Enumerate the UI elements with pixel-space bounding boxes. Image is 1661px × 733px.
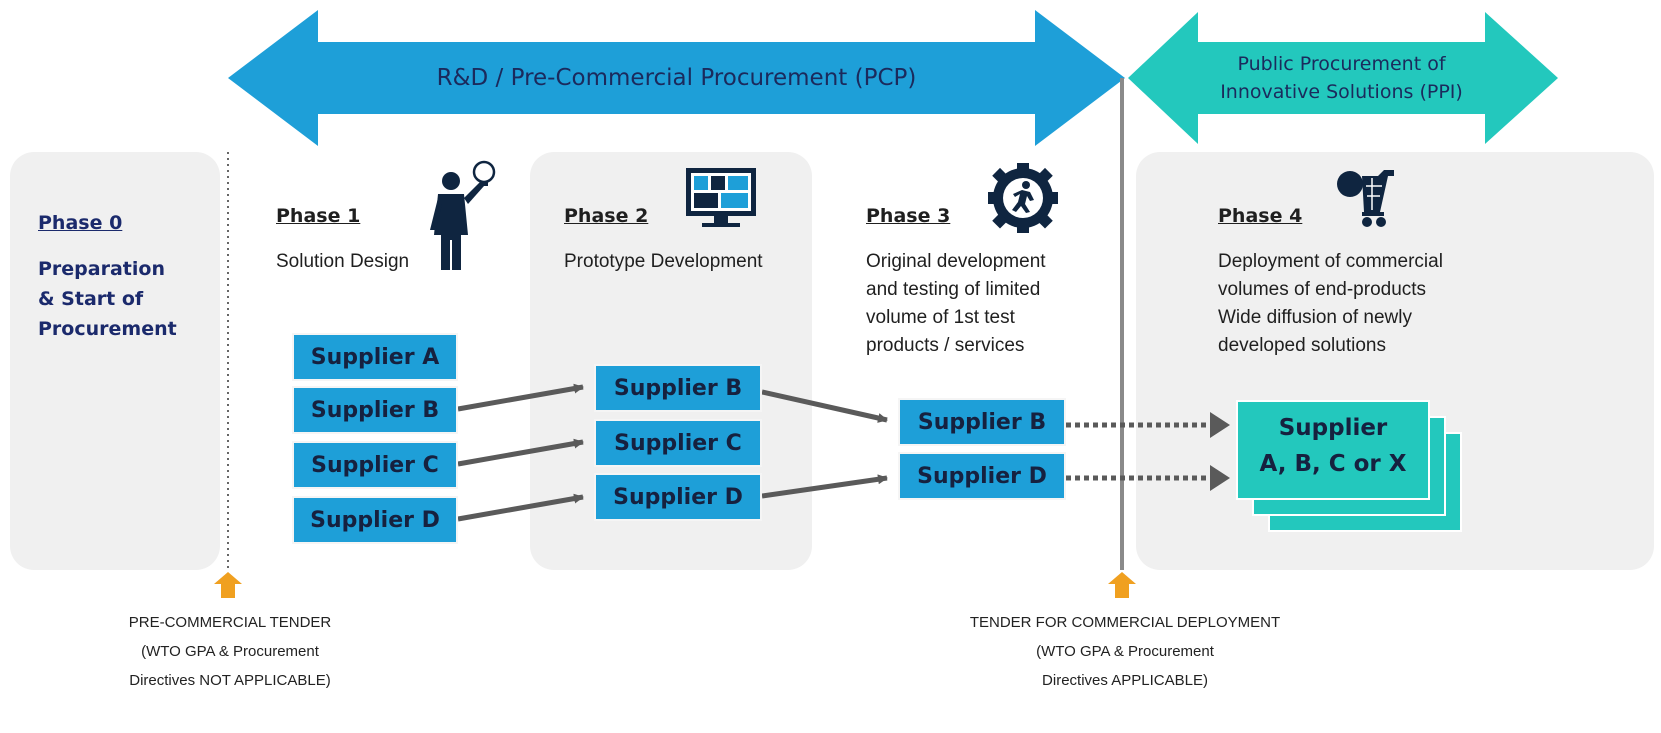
- phase4-title: Phase 4: [1218, 205, 1303, 227]
- phase0-line: Procurement: [38, 318, 177, 340]
- phase0-panel: [10, 152, 220, 570]
- phase3-line: Original development: [866, 251, 1046, 272]
- pcp-banner-arrow: [228, 10, 1125, 146]
- ppi-banner-line2: Innovative Solutions (PPI): [1220, 81, 1463, 103]
- phase2-supplier-d: Supplier D: [594, 473, 762, 521]
- phase3-description: Original development and testing of limi…: [866, 248, 1046, 360]
- phase1-description: Solution Design: [276, 251, 410, 272]
- monitor-prototype-icon: [686, 168, 756, 227]
- shopping-cart-icon: [1337, 170, 1394, 227]
- phase0-line: & Start of: [38, 288, 144, 310]
- phase0-line: Preparation: [38, 258, 165, 280]
- commercial-line: Directives APPLICABLE): [1042, 672, 1208, 689]
- arrow-p1d-p2d: [457, 493, 584, 522]
- phase2-description: Prototype Development: [564, 251, 763, 272]
- pre-commercial-line: Directives NOT APPLICABLE): [129, 672, 331, 689]
- phase2-supplier-b: Supplier B: [594, 364, 762, 412]
- phase4-supplier-line2: A, B, C or X: [1259, 451, 1407, 477]
- phase4-description: Deployment of commercial volumes of end-…: [1218, 248, 1443, 360]
- pre-commercial-marker-icon: [214, 572, 242, 598]
- phase2-title: Phase 2: [564, 205, 649, 227]
- businessman-lightbulb-icon: [430, 160, 496, 270]
- arrow-p2d-p3d: [761, 474, 888, 499]
- pre-commercial-tender-note: PRE-COMMERCIAL TENDER (WTO GPA & Procure…: [40, 608, 420, 695]
- commercial-line: TENDER FOR COMMERCIAL DEPLOYMENT: [969, 614, 1281, 631]
- commercial-line: (WTO GPA & Procurement: [1036, 643, 1214, 660]
- pre-commercial-line: PRE-COMMERCIAL TENDER: [128, 614, 332, 631]
- phase4-line: volumes of end-products: [1218, 279, 1427, 300]
- phase0-title: Phase 0: [38, 212, 123, 234]
- phase1-supplier-b: Supplier B: [292, 386, 458, 434]
- phase3-line: products / services: [866, 335, 1025, 356]
- commercial-marker-icon: [1108, 572, 1136, 598]
- pre-commercial-line: (WTO GPA & Procurement: [141, 643, 319, 660]
- arrow-p3d-p4-head: [1210, 465, 1230, 491]
- pcp-banner-label: R&D / Pre-Commercial Procurement (PCP): [436, 65, 917, 91]
- phase0-description: Preparation & Start of Procurement: [38, 254, 177, 344]
- phase1-title: Phase 1: [276, 205, 361, 227]
- phase4-supplier-card-front: [1236, 400, 1430, 500]
- arrow-p1c-p2c: [457, 438, 584, 467]
- phase3-line: volume of 1st test: [866, 307, 1015, 328]
- phase4-line: Wide diffusion of newly: [1218, 307, 1412, 328]
- phase1-supplier-d: Supplier D: [292, 496, 458, 544]
- phase2-supplier-c: Supplier C: [594, 419, 762, 467]
- commercial-tender-note: TENDER FOR COMMERCIAL DEPLOYMENT (WTO GP…: [910, 608, 1340, 695]
- phase3-supplier-b: Supplier B: [898, 398, 1066, 446]
- phase1-supplier-a: Supplier A: [292, 333, 458, 381]
- phase4-line: developed solutions: [1218, 335, 1386, 356]
- gear-runner-icon: [988, 163, 1058, 233]
- phase4-supplier-label: Supplier A, B, C or X: [1236, 410, 1430, 482]
- phase4-supplier-line1: Supplier: [1278, 415, 1388, 441]
- phase3-title: Phase 3: [866, 205, 951, 227]
- arrow-p3b-p4-head: [1210, 412, 1230, 438]
- arrow-p2b-p3b: [761, 389, 888, 423]
- phase3-line: and testing of limited: [866, 279, 1041, 300]
- ppi-banner-line1: Public Procurement of: [1237, 53, 1446, 75]
- ppi-banner-label: Public Procurement of Innovative Solutio…: [1198, 44, 1485, 112]
- phase3-supplier-d: Supplier D: [898, 452, 1066, 500]
- arrow-p1b-p2b: [457, 383, 584, 412]
- phase4-line: Deployment of commercial: [1218, 251, 1443, 272]
- phase1-supplier-c: Supplier C: [292, 441, 458, 489]
- ppi-banner-arrow: [1128, 12, 1558, 144]
